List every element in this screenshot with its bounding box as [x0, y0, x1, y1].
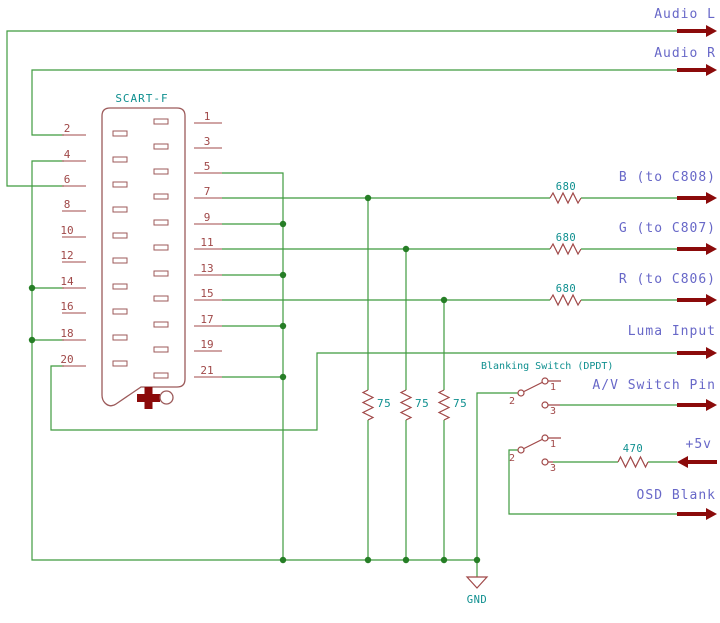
wire-r-line: [222, 299, 677, 560]
switch-1-pin-2-label: 2: [509, 396, 516, 407]
switch-2-pin-leads: [548, 437, 561, 463]
pin-number-12: 12: [60, 249, 74, 262]
wire-gnd-right-chain: [222, 172, 284, 560]
pin-number-2: 2: [63, 122, 71, 135]
pin-number-7: 7: [203, 185, 211, 198]
g-arrow-icon: [677, 243, 717, 255]
hier-label-b: B (to C808): [618, 170, 716, 185]
pin-number-19: 19: [200, 338, 214, 351]
pin-number-1: 1: [203, 110, 211, 123]
resistor-symbols: [361, 191, 649, 469]
switch-1-lever: [523, 381, 543, 393]
wire-gnd-left-chain: [31, 160, 477, 561]
connector-name: SCART-F: [115, 92, 169, 105]
pin-number-9: 9: [203, 211, 211, 224]
pin-number-4: 4: [63, 148, 71, 161]
switch-1-symbol: [517, 377, 561, 409]
resistor-value-75-2: 75: [415, 397, 430, 410]
b-arrow-icon: [677, 192, 717, 204]
hier-label-av-switch: A/V Switch Pin: [592, 378, 716, 393]
av-switch-arrow-icon: [677, 399, 717, 411]
gnd-symbol: [465, 576, 489, 589]
hier-label-audio-r: Audio R: [654, 46, 716, 61]
scart-connector-symbol: [62, 107, 222, 409]
resistor-value-680-g: 680: [555, 232, 577, 244]
osd-blank-arrow-icon: [677, 508, 717, 520]
switch-1-pin-3-label: 3: [550, 406, 557, 417]
hier-label-plus5v: +5v: [685, 437, 712, 452]
wire-sw2-osd: [508, 449, 677, 515]
hier-label-audio-l: Audio L: [654, 7, 716, 22]
resistor-75-1-symbol: [361, 389, 375, 421]
resistor-680-b-symbol: [549, 191, 582, 205]
wire-pin20-luma: [50, 352, 677, 431]
resistor-value-75-3: 75: [453, 397, 468, 410]
wires: [6, 30, 677, 577]
wire-audio-l-pin6: [6, 30, 677, 187]
switch-2-pin-3-label: 3: [550, 463, 557, 474]
resistor-470-symbol: [617, 455, 649, 469]
switch-1-pin-1-label: 1: [550, 382, 557, 393]
pin-leads-left: [62, 134, 86, 367]
resistor-75-3-symbol: [437, 389, 451, 421]
pin-number-14: 14: [60, 275, 74, 288]
pin-number-15: 15: [200, 287, 214, 300]
wire-g-line: [222, 248, 677, 560]
resistor-680-r-symbol: [549, 293, 582, 307]
pin-number-13: 13: [200, 262, 214, 275]
pin-number-16: 16: [60, 300, 74, 313]
switch-2-pin-1-label: 1: [550, 439, 557, 450]
connector-keying-circle: [159, 390, 174, 405]
wire-sw1-gnd: [476, 392, 518, 577]
pin-number-20: 20: [60, 353, 74, 366]
pin-number-17: 17: [200, 313, 214, 326]
pin-number-11: 11: [200, 236, 214, 249]
pin-number-18: 18: [60, 327, 74, 340]
switch-1-pin-leads: [548, 380, 561, 406]
pin-number-10: 10: [60, 224, 74, 237]
luma-arrow-icon: [677, 347, 717, 359]
wire-b-line: [222, 197, 677, 560]
pin-number-6: 6: [63, 173, 71, 186]
pin-contacts: [112, 118, 169, 379]
polarity-cross-icon: [137, 387, 160, 409]
hier-arrows: [677, 25, 717, 520]
hier-label-osd-blank: OSD Blank: [636, 488, 716, 503]
resistor-value-680-r: 680: [555, 283, 577, 295]
resistor-680-g-symbol: [549, 242, 582, 256]
hier-label-r: R (to C806): [618, 272, 716, 287]
resistor-75-2-symbol: [399, 389, 413, 421]
pin-number-5: 5: [203, 160, 211, 173]
wire-audio-r-pin2: [31, 69, 677, 136]
switch-caption: Blanking Switch (DPDT): [481, 361, 614, 372]
pin-leads: [62, 122, 222, 378]
junction-dots: [28, 194, 481, 564]
hier-label-g: G (to C807): [618, 221, 716, 236]
plus5v-arrow-icon: [677, 456, 717, 468]
switch-2-symbol: [517, 434, 561, 466]
audio-l-arrow-icon: [677, 25, 717, 37]
r-arrow-icon: [677, 294, 717, 306]
switch-2-pin-2-label: 2: [509, 453, 516, 464]
resistor-value-470: 470: [622, 443, 644, 455]
resistor-value-680-b: 680: [555, 181, 577, 193]
pin-number-21: 21: [200, 364, 214, 377]
pin-number-8: 8: [63, 198, 71, 211]
hier-label-luma: Luma Input: [627, 324, 716, 339]
gnd-label: GND: [466, 594, 488, 606]
resistor-value-75-1: 75: [377, 397, 392, 410]
switch-2-lever: [523, 438, 543, 450]
pin-leads-right: [194, 122, 222, 378]
pin-number-3: 3: [203, 135, 211, 148]
audio-r-arrow-icon: [677, 64, 717, 76]
connector-body: [101, 107, 186, 407]
